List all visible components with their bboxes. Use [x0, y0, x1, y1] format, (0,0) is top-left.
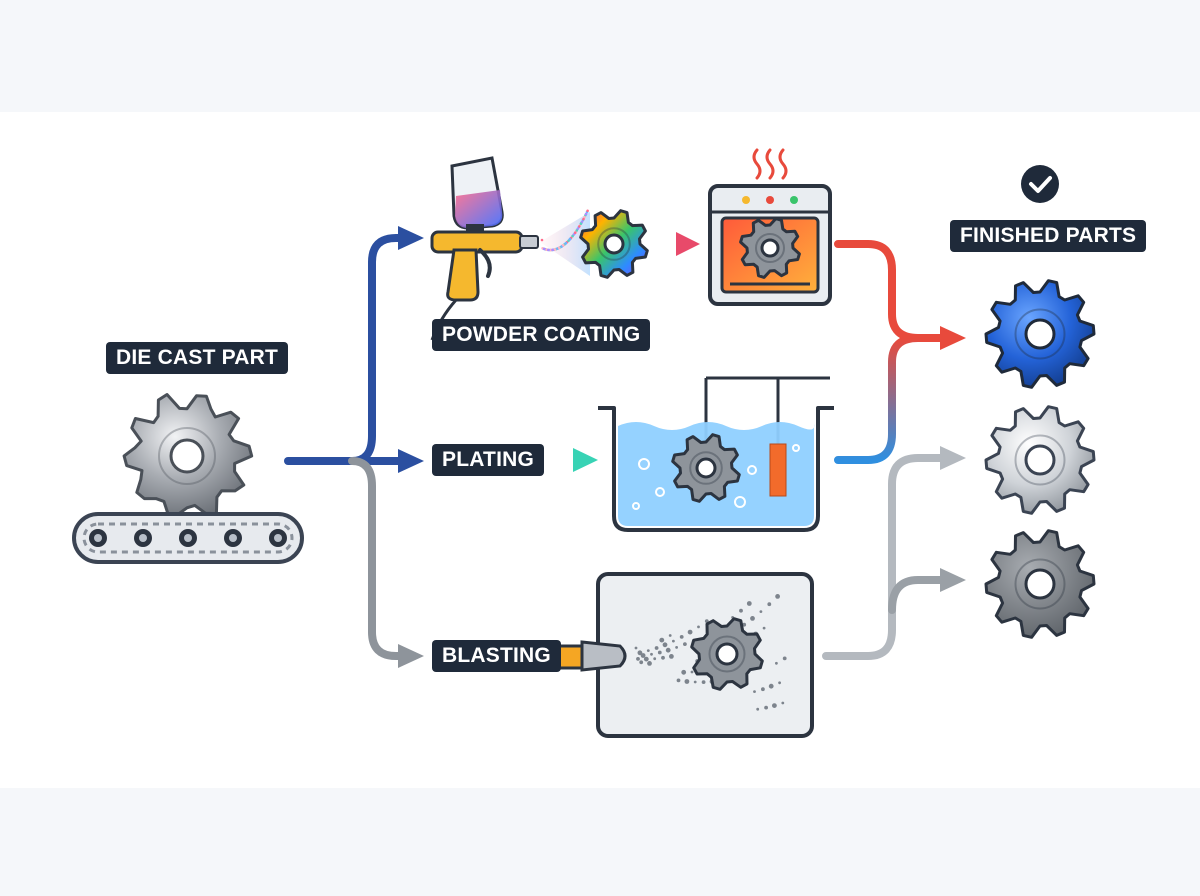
label-finished-parts: FINISHED PARTS [950, 220, 1147, 252]
arrowhead-to-tank [573, 448, 598, 472]
plating-tank-icon [598, 376, 834, 532]
cabinet-to-finished-path-gray [888, 576, 948, 614]
oven-icon [708, 148, 832, 306]
spray-gun-icon [430, 156, 539, 341]
blue-gear-icon [984, 279, 1096, 389]
arrowheads [398, 226, 966, 668]
connectors [284, 234, 948, 660]
silver-gear-icon [984, 405, 1096, 515]
path-to-powder-coating [348, 234, 406, 465]
gray-gear-icon [984, 529, 1096, 639]
tank-to-finished-path [834, 334, 922, 464]
raw-gear-icon [122, 393, 254, 517]
path-to-blasting [348, 457, 406, 660]
label-blasting: BLASTING [432, 640, 561, 672]
arrowhead-finished-gray [940, 568, 966, 592]
spray-mist [540, 209, 590, 276]
rainbow-gear-icon [579, 209, 649, 279]
label-die-cast-part: DIE CAST PART [106, 342, 289, 374]
arrowhead-finished-silver [940, 446, 966, 470]
label-plating: PLATING [432, 444, 545, 476]
arrowhead-to-oven [676, 232, 700, 256]
cabinet-to-finished-path-silver [822, 454, 948, 660]
arrowhead-plating [398, 449, 424, 473]
arrowhead-finished-blue [940, 326, 966, 350]
arrowhead-blasting [398, 644, 424, 668]
check-icon [1021, 165, 1059, 203]
arrowhead-powder [398, 226, 424, 250]
blast-cabinet-icon [546, 572, 814, 738]
conveyor-icon [72, 512, 304, 564]
label-powder-coating: POWDER COATING [432, 319, 651, 351]
oven-to-finished-path [834, 240, 948, 342]
